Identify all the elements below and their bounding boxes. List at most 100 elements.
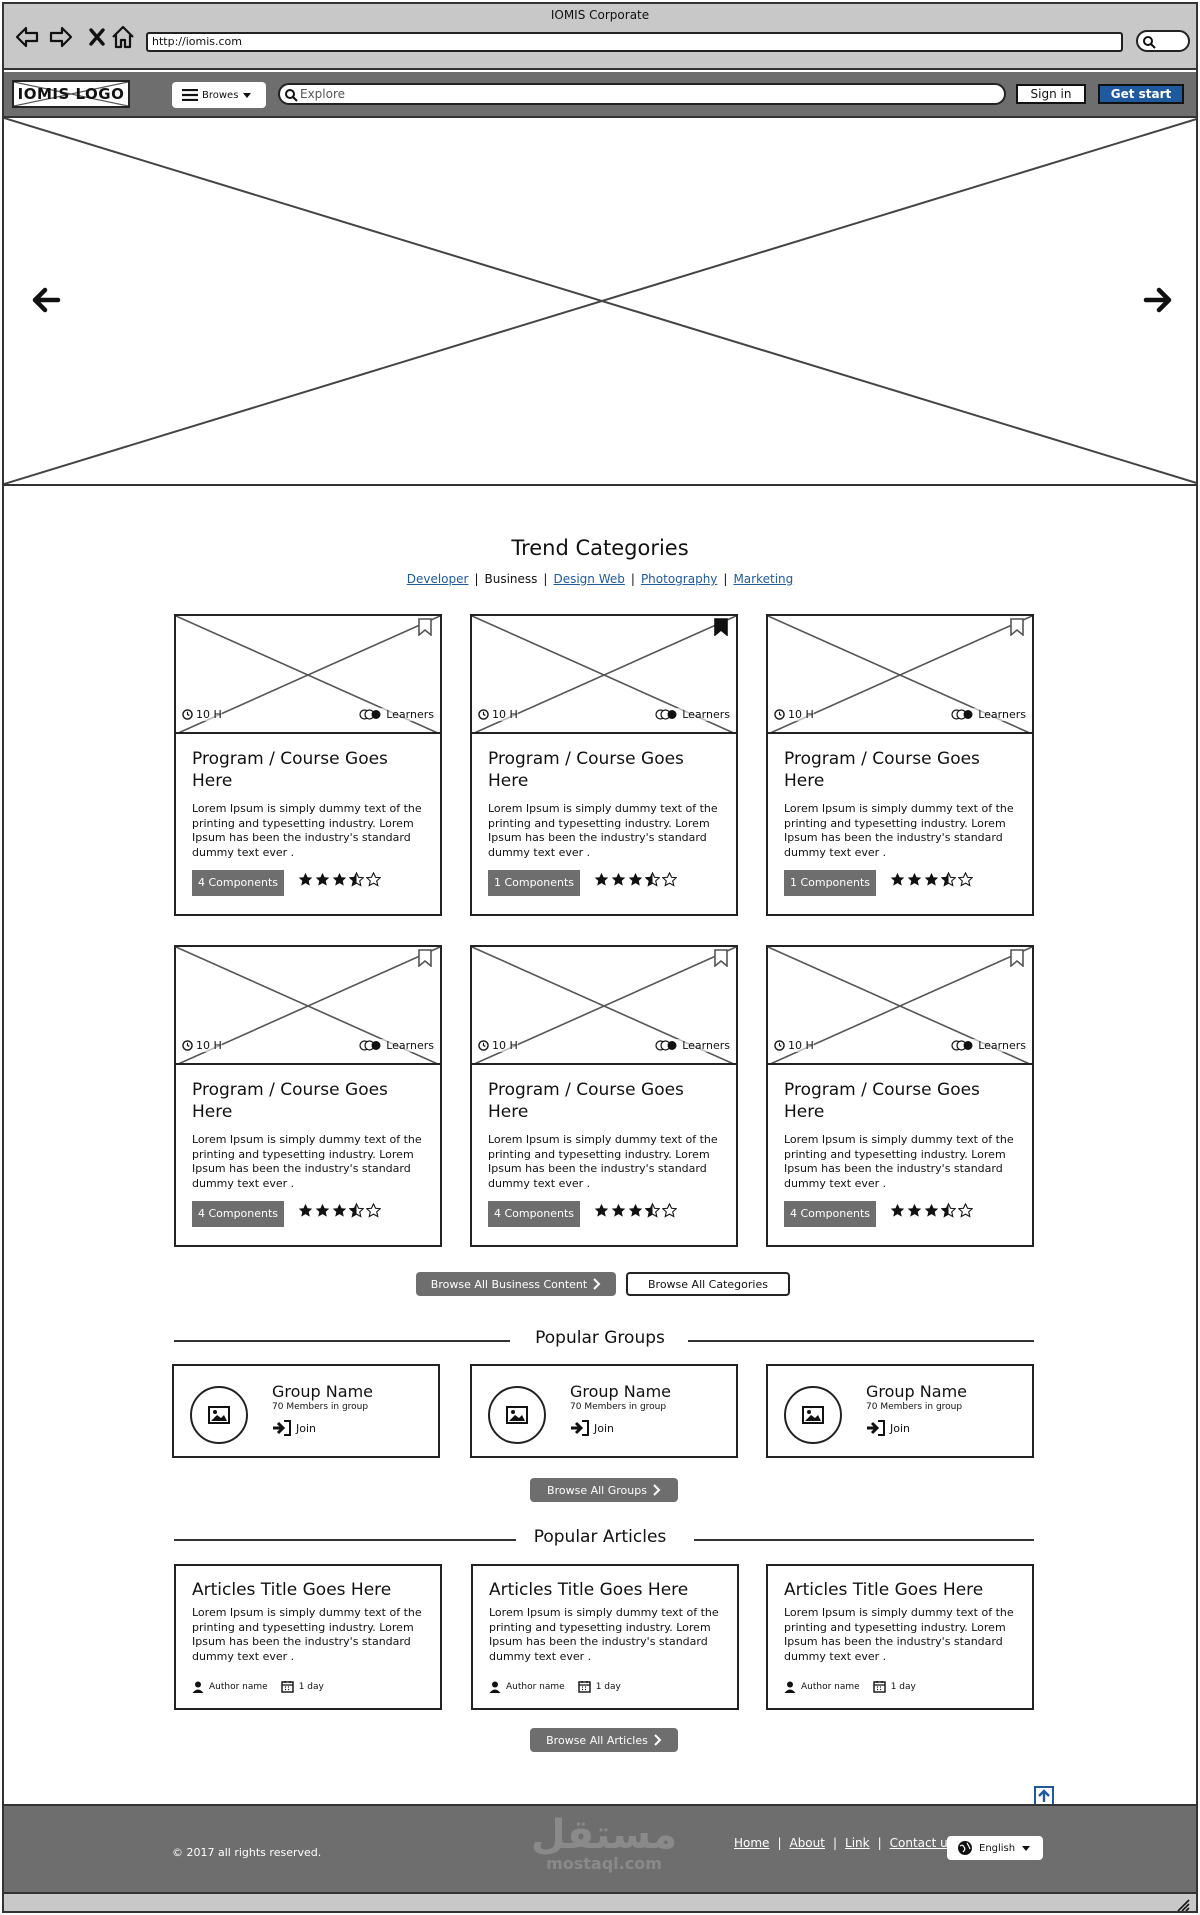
star-icon: [662, 872, 677, 887]
divider-left: [174, 1539, 516, 1541]
group-name[interactable]: Group Name: [866, 1382, 967, 1401]
back-to-top-button[interactable]: [1034, 1786, 1054, 1806]
article-author: Author name: [801, 1681, 860, 1692]
components-badge[interactable]: 4 Components: [192, 1201, 284, 1227]
course-rating: [890, 872, 973, 887]
star-icon: [662, 1203, 677, 1218]
article-title[interactable]: Articles Title Goes Here: [192, 1580, 392, 1600]
slider-next-arrow-icon[interactable]: [1140, 282, 1176, 318]
course-rating: [298, 1203, 381, 1218]
browse-dropdown[interactable]: Browes: [172, 82, 266, 108]
user-icon: [489, 1681, 501, 1693]
footer-link-about[interactable]: About: [789, 1836, 825, 1850]
bookmark-icon[interactable]: [418, 618, 432, 636]
course-title[interactable]: Program / Course Goes Here: [784, 1080, 980, 1122]
join-group-button[interactable]: Join: [866, 1420, 910, 1436]
bookmark-icon[interactable]: [418, 949, 432, 967]
star-icon: [907, 1203, 922, 1217]
star-icon: [941, 1203, 956, 1218]
divider-left: [174, 1340, 510, 1342]
tab-design-web[interactable]: Design Web: [553, 572, 625, 586]
tab-marketing[interactable]: Marketing: [733, 572, 794, 586]
hero-slider: [4, 118, 1196, 486]
language-selector[interactable]: English: [947, 1836, 1043, 1860]
star-icon: [611, 872, 626, 886]
article-title[interactable]: Articles Title Goes Here: [784, 1580, 984, 1600]
forward-arrow-icon[interactable]: [46, 22, 76, 52]
group-name[interactable]: Group Name: [272, 1382, 373, 1401]
browse-business-button[interactable]: Browse All Business Content: [416, 1272, 616, 1296]
browser-status-bar: [4, 1892, 1196, 1912]
components-badge[interactable]: 1 Components: [784, 870, 876, 896]
bookmark-icon[interactable]: [714, 949, 728, 967]
explore-placeholder: Explore: [300, 87, 346, 101]
bookmark-icon[interactable]: [1010, 949, 1024, 967]
slider-prev-arrow-icon[interactable]: [28, 282, 64, 318]
course-title[interactable]: Program / Course Goes Here: [192, 749, 388, 791]
browse-categories-button[interactable]: Browse All Categories: [626, 1272, 790, 1296]
caret-down-icon: [1022, 1846, 1031, 1851]
course-title[interactable]: Program / Course Goes Here: [488, 1080, 684, 1122]
bookmark-icon[interactable]: [714, 618, 728, 636]
get-start-button[interactable]: Get start: [1098, 84, 1184, 104]
join-group-button[interactable]: Join: [272, 1420, 316, 1436]
footer-link-link[interactable]: Link: [845, 1836, 870, 1850]
components-badge[interactable]: 4 Components: [488, 1201, 580, 1227]
search-icon: [1143, 36, 1156, 49]
footer-link-home[interactable]: Home: [734, 1836, 770, 1850]
browse-groups-label: Browse All Groups: [547, 1483, 647, 1497]
course-title[interactable]: Program / Course Goes Here: [784, 749, 980, 791]
sign-in-button[interactable]: Sign in: [1016, 84, 1086, 104]
star-icon: [628, 1203, 643, 1217]
resize-grip-icon[interactable]: [1176, 1898, 1190, 1912]
site-logo[interactable]: IOMIS LOGO: [12, 80, 130, 108]
group-avatar: [488, 1386, 546, 1444]
course-title[interactable]: Program / Course Goes Here: [192, 1080, 388, 1122]
components-badge[interactable]: 4 Components: [192, 870, 284, 896]
browse-articles-button[interactable]: Browse All Articles: [530, 1728, 678, 1752]
group-name[interactable]: Group Name: [570, 1382, 671, 1401]
footer-link-contact[interactable]: Contact us: [889, 1836, 954, 1850]
bookmark-icon[interactable]: [1010, 618, 1024, 636]
article-author: Author name: [506, 1681, 565, 1692]
sign-in-icon: [867, 1420, 885, 1436]
home-icon[interactable]: [108, 22, 138, 52]
back-arrow-icon[interactable]: [12, 22, 42, 52]
address-bar[interactable]: http://iomis.com: [146, 32, 1123, 52]
course-rating: [594, 872, 677, 887]
article-title[interactable]: Articles Title Goes Here: [489, 1580, 689, 1600]
join-group-button[interactable]: Join: [570, 1420, 614, 1436]
course-title[interactable]: Program / Course Goes Here: [488, 749, 684, 791]
course-learners: Learners: [951, 708, 1026, 721]
browse-groups-button[interactable]: Browse All Groups: [530, 1478, 678, 1502]
course-learners: Learners: [655, 1039, 730, 1052]
sign-in-icon: [571, 1420, 589, 1436]
learners-icon: [359, 709, 381, 720]
explore-search-input[interactable]: Explore: [278, 83, 1006, 105]
copyright-text: © 2017 all rights reserved.: [172, 1846, 322, 1859]
tab-business[interactable]: Business: [484, 572, 538, 586]
course-duration: 10 H: [774, 708, 814, 721]
components-badge[interactable]: 4 Components: [784, 1201, 876, 1227]
article-description: Lorem Ipsum is simply dummy text of the …: [192, 1606, 422, 1663]
search-icon: [285, 89, 298, 102]
components-badge[interactable]: 1 Components: [488, 870, 580, 896]
browser-search-box[interactable]: [1136, 30, 1190, 52]
tab-photography[interactable]: Photography: [640, 572, 718, 586]
close-icon[interactable]: [82, 22, 112, 52]
tab-developer[interactable]: Developer: [406, 572, 469, 586]
